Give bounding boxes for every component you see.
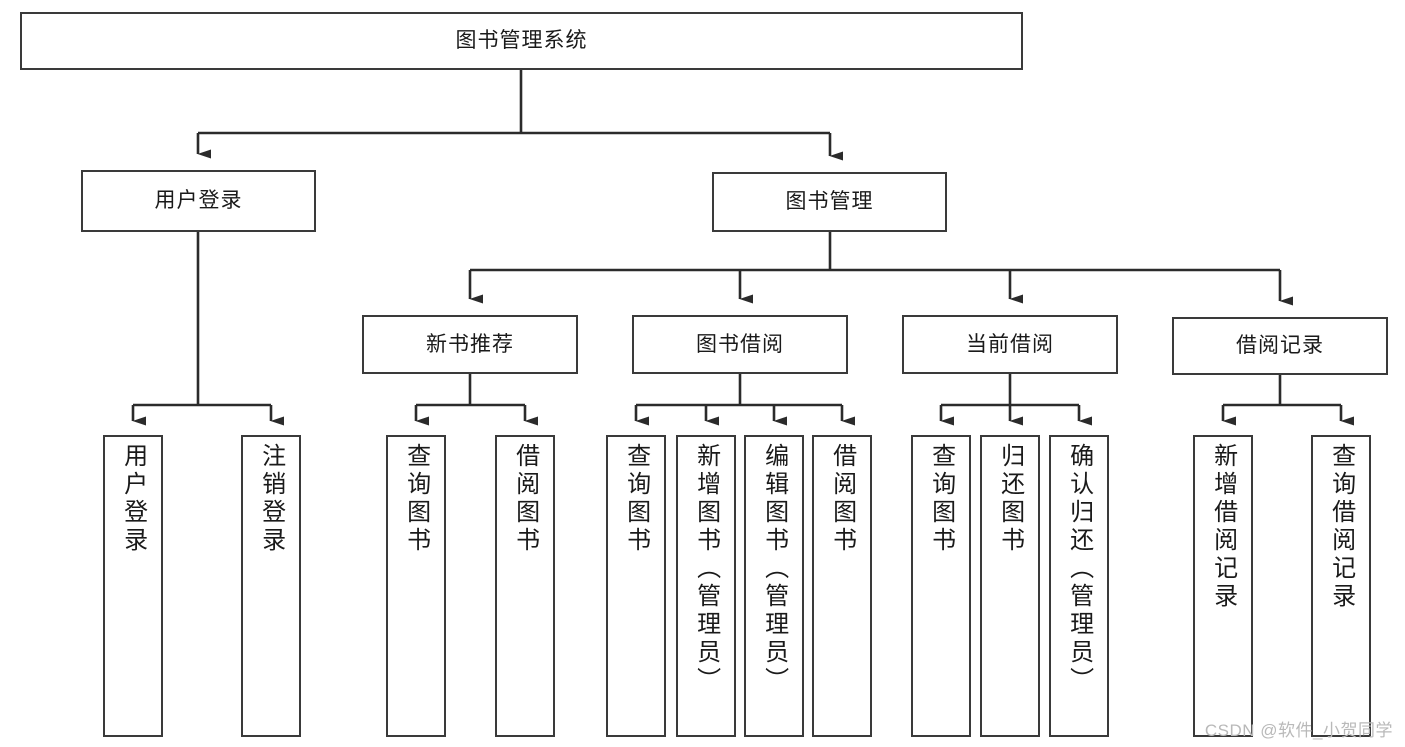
node-root[interactable]: 图书管理系统 [20,12,1023,70]
node-leaf-user-login-label: 用户登录 [119,443,147,555]
node-leaf-edit-book[interactable]: 编辑图书（管理员） [744,435,804,737]
node-user-login-label: 用户登录 [154,189,243,213]
node-book-borrow-label: 图书借阅 [696,332,784,356]
node-leaf-borrow-book-rec[interactable]: 借阅图书 [495,435,555,737]
node-leaf-query-book-borrow[interactable]: 查询图书 [606,435,666,737]
node-leaf-add-book[interactable]: 新增图书（管理员） [676,435,736,737]
csdn-watermark: CSDN @软件_小贺同学 [1204,721,1393,740]
node-leaf-confirm-return[interactable]: 确认归还（管理员） [1049,435,1109,737]
node-new-book-rec-label: 新书推荐 [426,332,514,356]
node-leaf-add-book-label: 新增图书（管理员） [692,443,720,695]
node-leaf-return-book[interactable]: 归还图书 [980,435,1040,737]
node-leaf-add-record-label: 新增借阅记录 [1209,443,1237,611]
node-leaf-query-book-borrow-label: 查询图书 [622,443,650,555]
node-leaf-borrow-book-rec-label: 借阅图书 [511,443,539,555]
node-root-label: 图书管理系统 [455,29,588,53]
node-leaf-add-record[interactable]: 新增借阅记录 [1193,435,1253,737]
node-book-manage-label: 图书管理 [785,190,874,214]
node-current-borrow-label: 当前借阅 [966,332,1054,356]
node-leaf-borrow-book[interactable]: 借阅图书 [812,435,872,737]
node-book-manage[interactable]: 图书管理 [712,172,947,232]
node-current-borrow[interactable]: 当前借阅 [902,315,1118,374]
node-leaf-query-record-label: 查询借阅记录 [1327,443,1355,611]
node-book-borrow[interactable]: 图书借阅 [632,315,848,374]
node-user-login[interactable]: 用户登录 [81,170,316,232]
node-leaf-logout-login-label: 注销登录 [257,443,285,555]
node-borrow-record-label: 借阅记录 [1236,334,1324,358]
node-leaf-confirm-return-label: 确认归还（管理员） [1065,443,1093,695]
node-leaf-borrow-book-label: 借阅图书 [828,443,856,555]
node-leaf-edit-book-label: 编辑图书（管理员） [760,443,788,695]
node-leaf-logout-login[interactable]: 注销登录 [241,435,301,737]
node-leaf-query-record[interactable]: 查询借阅记录 [1311,435,1371,737]
node-leaf-query-book-current[interactable]: 查询图书 [911,435,971,737]
node-leaf-query-book-current-label: 查询图书 [927,443,955,555]
node-leaf-query-book-rec[interactable]: 查询图书 [386,435,446,737]
node-leaf-query-book-rec-label: 查询图书 [402,443,430,555]
node-borrow-record[interactable]: 借阅记录 [1172,317,1388,375]
node-leaf-user-login[interactable]: 用户登录 [103,435,163,737]
node-leaf-return-book-label: 归还图书 [996,443,1024,555]
node-new-book-rec[interactable]: 新书推荐 [362,315,578,374]
